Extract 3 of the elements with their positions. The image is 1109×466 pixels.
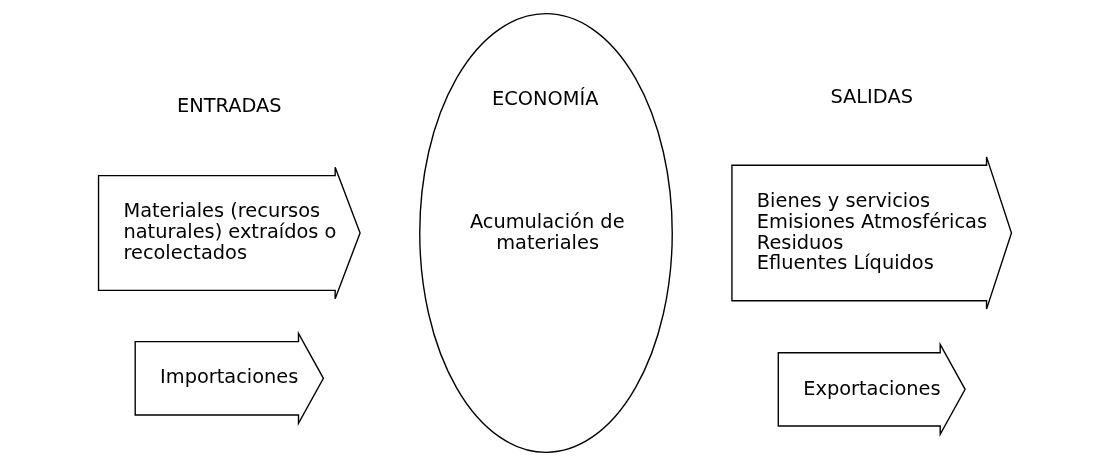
label: SALIDAS xyxy=(829,84,913,108)
label: ENTRADAS xyxy=(176,94,282,118)
node-ellipse: ECONOMÍA Acumulación de materiales xyxy=(418,13,673,453)
